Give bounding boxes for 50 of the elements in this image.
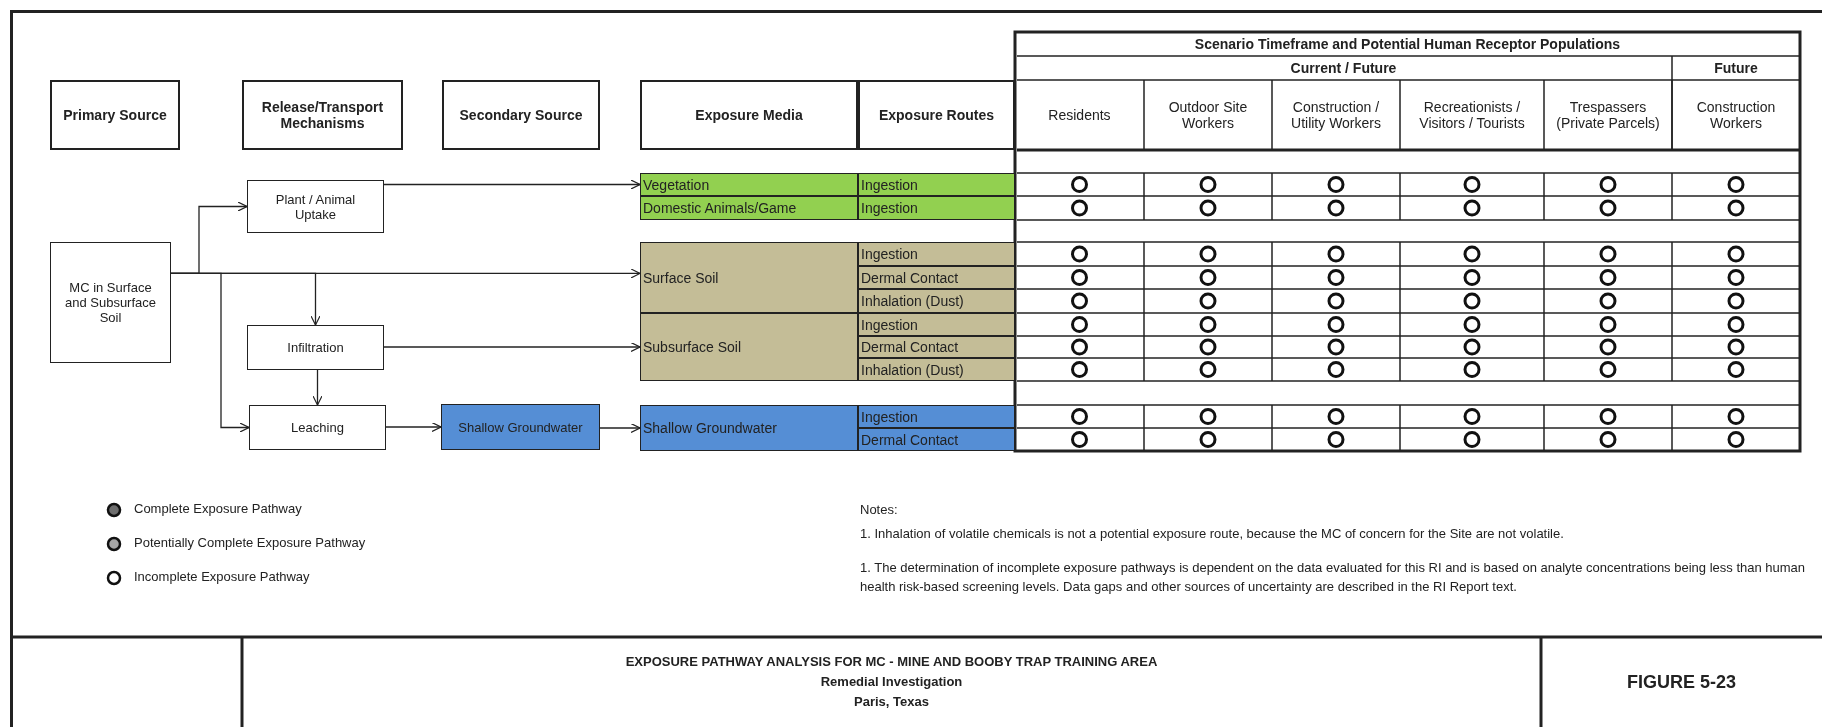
exposure-media-row: Dermal Contact <box>858 336 1015 358</box>
exposure-media-row: Dermal Contact <box>858 428 1015 451</box>
arrow <box>170 272 250 433</box>
exposure-media-row: Ingestion <box>858 242 1015 266</box>
exposure-media-row: Subsurface Soil <box>640 313 858 381</box>
column-header-box: Release/Transport Mechanisms <box>242 80 403 150</box>
exposure-media-row: Surface Soil <box>640 242 858 313</box>
legend-label: Incomplete Exposure Pathway <box>134 569 310 584</box>
exposure-media-row: Shallow Groundwater <box>640 405 858 451</box>
column-header-box: Exposure Routes <box>858 80 1015 150</box>
legend-label: Potentially Complete Exposure Pathway <box>134 535 366 550</box>
column-header-box: Primary Source <box>50 80 180 150</box>
arrow <box>599 422 641 434</box>
receptor-heading: Trespassers (Private Parcels) <box>1555 98 1661 133</box>
timeframe-heading: Current / Future <box>1289 59 1398 78</box>
column-header-box: Secondary Source <box>442 80 600 150</box>
exposure-media-row: Vegetation <box>640 173 858 196</box>
legend-label: Complete Exposure Pathway <box>134 501 302 516</box>
exposure-media-row: Ingestion <box>858 173 1015 196</box>
timeframe-heading: Future <box>1713 59 1759 78</box>
arrow <box>383 179 641 190</box>
column-header-box: Exposure Media <box>640 80 858 150</box>
process-box: Plant / Animal Uptake <box>247 180 384 233</box>
exposure-media-row: Inhalation (Dust) <box>858 358 1015 381</box>
receptor-heading: Residents <box>1047 106 1112 125</box>
exposure-media-row: Ingestion <box>858 313 1015 336</box>
receptor-heading: Construction Workers <box>1695 98 1777 133</box>
receptor-heading: Construction / Utility Workers <box>1290 98 1382 133</box>
note-text: 1. The determination of incomplete exposure pathways is dependent on the data evaluated for this RI and is based on analyte concentrations being less than human health risk-based screening levels. Data gaps and other sources of uncertainty are described in the RI Report text. <box>860 559 1807 596</box>
receptor-heading: Outdoor Site Workers <box>1167 98 1249 133</box>
table-title: Scenario Timeframe and Potential Human Receptor Populations <box>1193 35 1622 54</box>
figure-number: FIGURE 5-23 <box>1626 670 1737 694</box>
receptor-heading: Recreationists / Visitors / Tourists <box>1418 98 1526 133</box>
arrow <box>383 341 641 353</box>
arrow <box>385 421 442 433</box>
notes-heading: Notes: <box>860 502 899 517</box>
figure-subtitle: Remedial Investigation <box>820 674 963 689</box>
exposure-media-row: Domestic Animals/Game <box>640 196 858 220</box>
arrow <box>312 369 323 406</box>
exposure-media-row: Dermal Contact <box>858 266 1015 289</box>
location-text: Paris, Texas <box>854 694 929 709</box>
note-text: 1. Inhalation of volatile chemicals is not a potential exposure route, because the MC of concern for the Site are not volatile. <box>860 526 1565 541</box>
exposure-media-row: Inhalation (Dust) <box>858 289 1015 313</box>
figure-title: EXPOSURE PATHWAY ANALYSIS FOR MC - MINE AND BOOBY TRAP TRAINING AREA <box>625 654 1158 669</box>
secondary-source-box: Shallow Groundwater <box>441 404 600 450</box>
exposure-media-row: Ingestion <box>858 196 1015 220</box>
process-box: Leaching <box>249 405 386 450</box>
exposure-media-row: Ingestion <box>858 405 1015 428</box>
process-box: Infiltration <box>247 325 384 370</box>
process-box: MC in Surface and Subsurface Soil <box>50 242 171 363</box>
